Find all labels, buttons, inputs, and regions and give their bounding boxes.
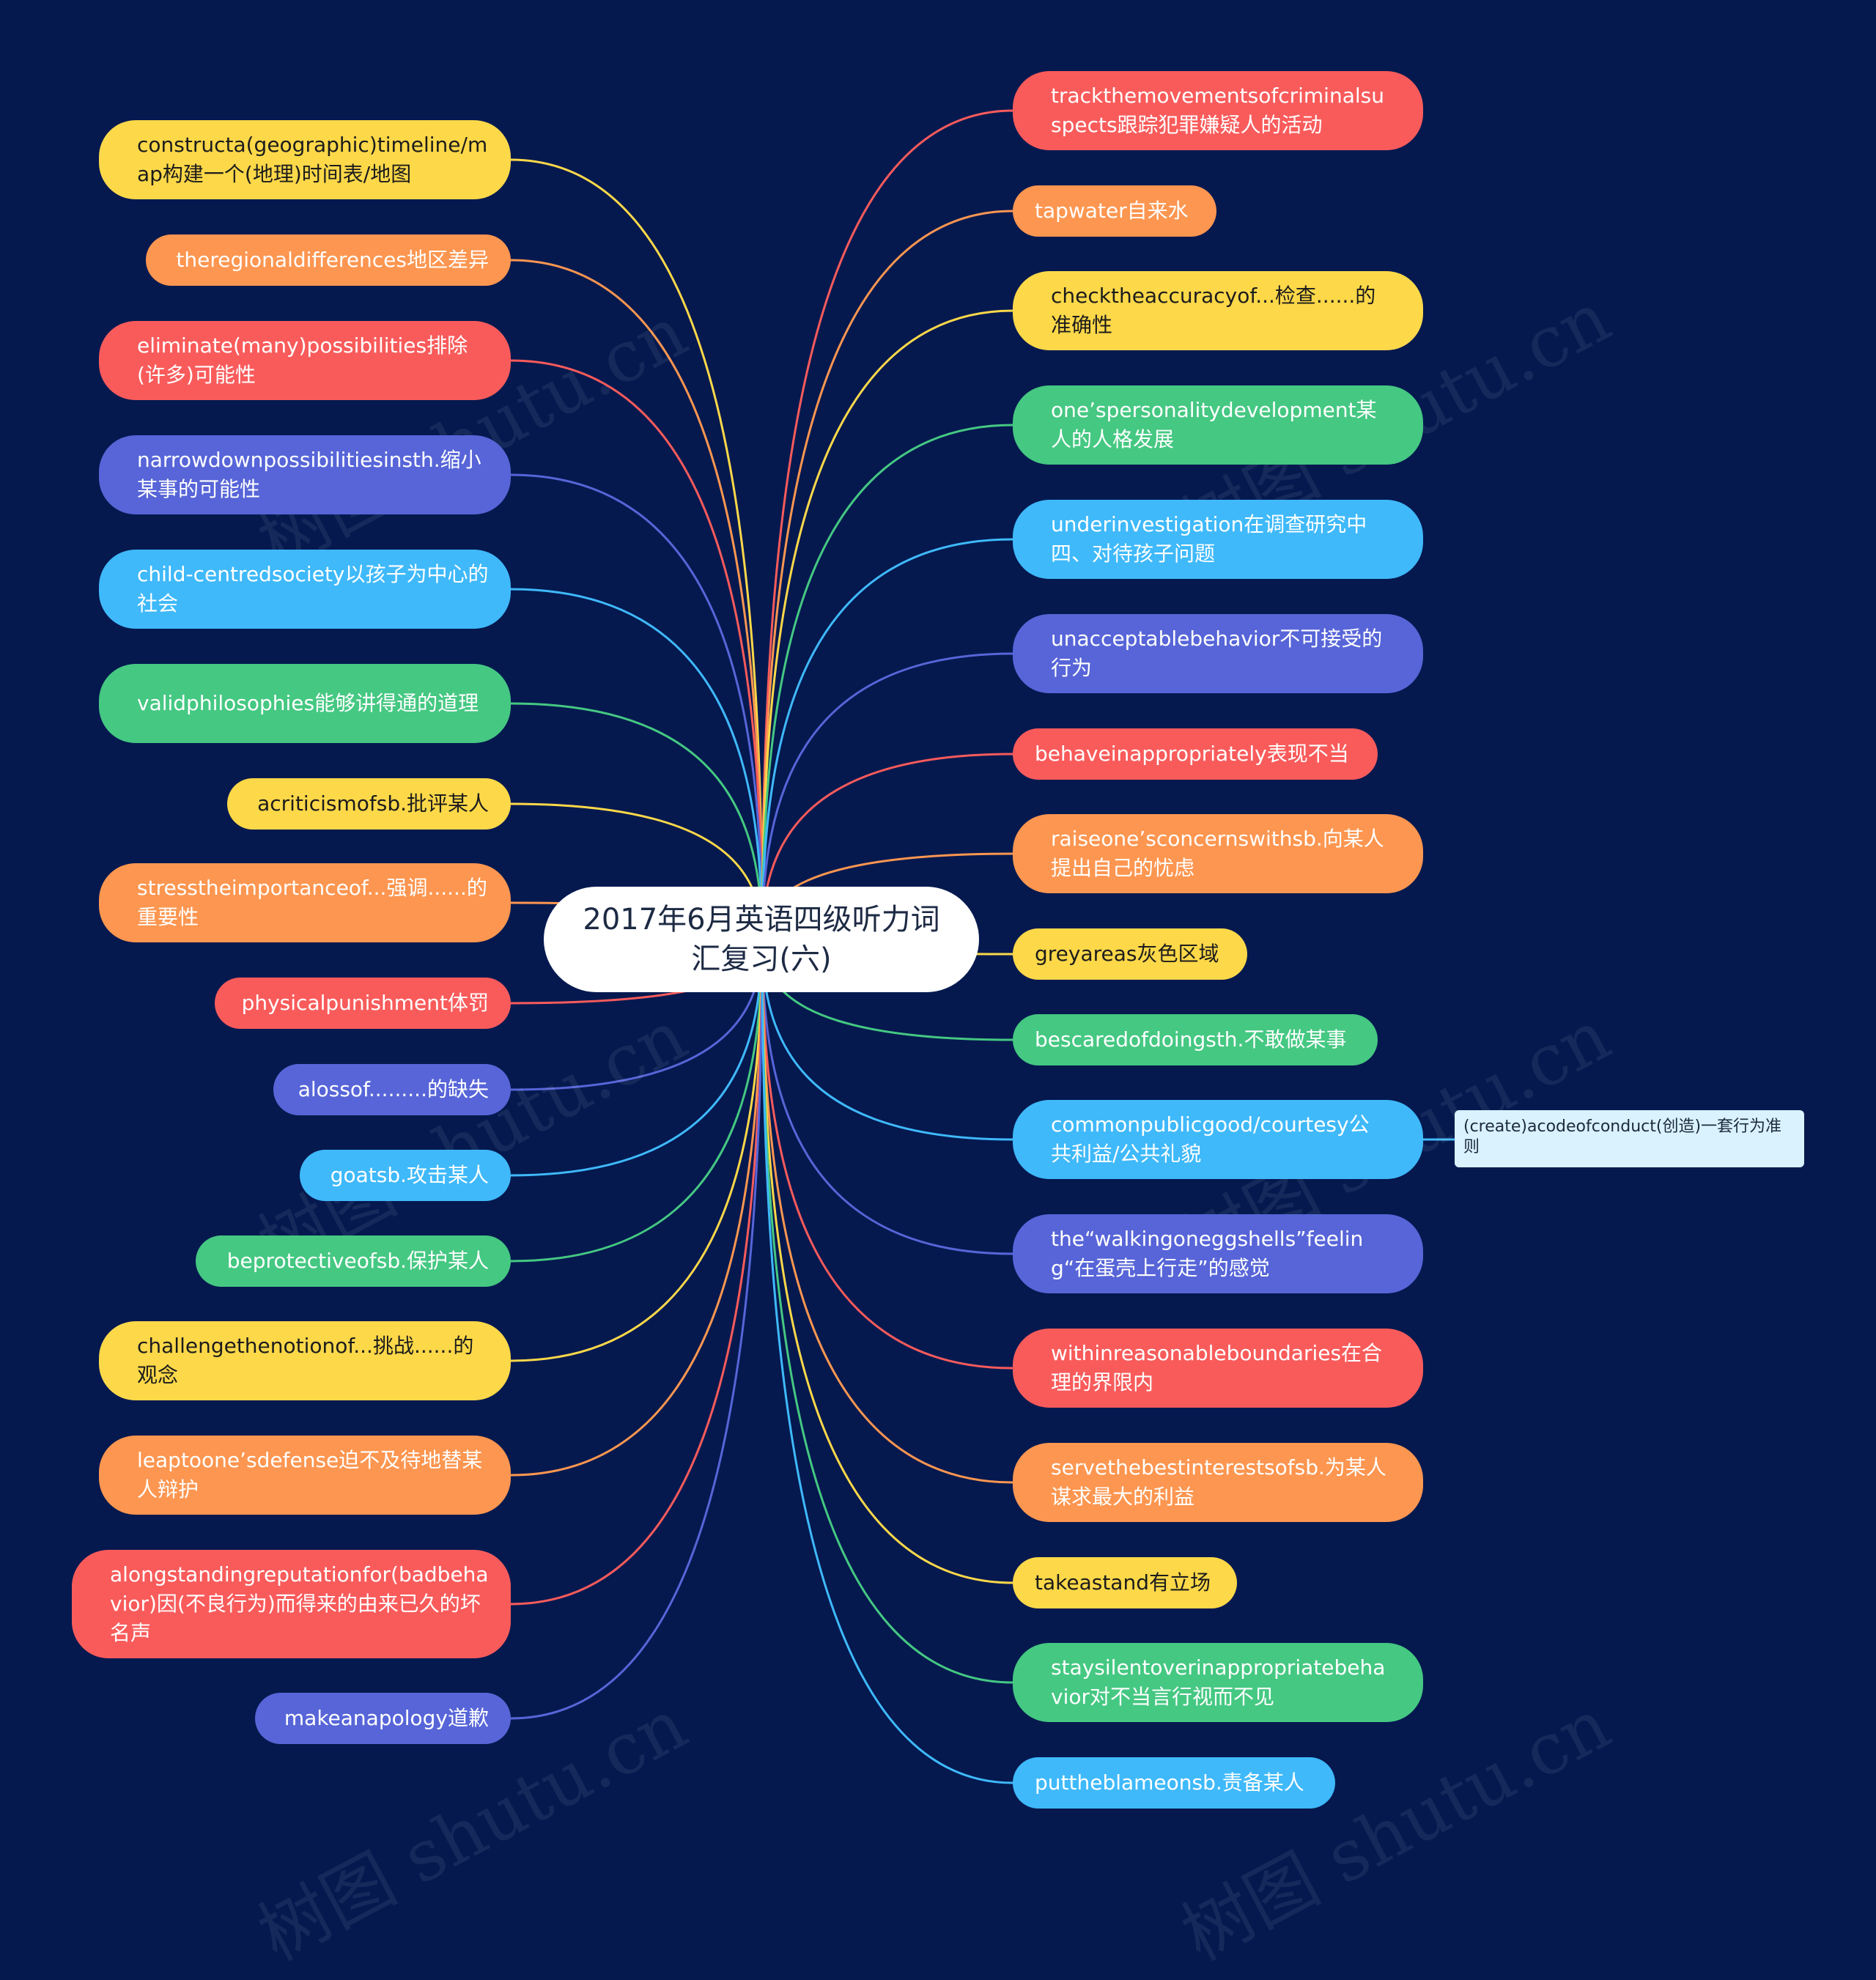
connector-line	[510, 939, 764, 1720]
connector-line	[761, 210, 1013, 940]
left-branch-node[interactable]: theregionaldifferences地区差异	[146, 234, 511, 286]
connector-line	[510, 939, 764, 1362]
left-branch-node[interactable]: beprotectiveofsb.保护某人	[196, 1235, 511, 1287]
right-branch-node[interactable]: staysilentoverinappropriatebehavior对不当言行…	[1013, 1643, 1423, 1722]
connector-line	[761, 939, 1013, 1255]
subtopic-node[interactable]: (create)acodeofconduct(创造)一套行为准则	[1455, 1110, 1804, 1167]
connector-line	[761, 109, 1013, 940]
connector-line	[510, 359, 764, 940]
connector-line	[510, 939, 764, 1263]
connector-line	[761, 538, 1013, 940]
connector-line	[510, 259, 764, 940]
root-topic[interactable]: 2017年6月英语四级听力词汇复习(六)	[544, 887, 979, 992]
right-branch-node[interactable]: tapwater自来水	[1013, 185, 1216, 237]
right-branch-node[interactable]: trackthemovementsofcriminalsuspects跟踪犯罪嫌…	[1013, 71, 1423, 150]
right-branch-node[interactable]: one’spersonalitydevelopment某人的人格发展	[1013, 385, 1423, 465]
connector-line	[761, 939, 1013, 1370]
left-branch-node[interactable]: validphilosophies能够讲得通的道理	[99, 664, 511, 743]
connector-line	[761, 309, 1013, 940]
right-branch-node[interactable]: underinvestigation在调查研究中四、对待孩子问题	[1013, 500, 1423, 579]
left-branch-node[interactable]: challengethenotionof...挑战......的观念	[99, 1321, 511, 1400]
connector-line	[761, 939, 1013, 1784]
connector-line	[761, 424, 1013, 940]
left-branch-node[interactable]: constructa(geographic)timeline/map构建一个(地…	[99, 120, 511, 199]
right-branch-node[interactable]: checktheaccuracyof...检查......的准确性	[1013, 271, 1423, 350]
right-branch-node[interactable]: raiseone’sconcernswithsb.向某人提出自己的忧虑	[1013, 814, 1423, 893]
right-branch-node[interactable]: greyareas灰色区域	[1013, 928, 1247, 980]
right-branch-node[interactable]: withinreasonableboundaries在合理的界限内	[1013, 1329, 1423, 1408]
left-branch-node[interactable]: stresstheimportanceof...强调......的重要性	[99, 863, 511, 942]
left-branch-node[interactable]: alongstandingreputationfor(badbehavior)因…	[72, 1550, 511, 1658]
right-branch-node[interactable]: servethebestinterestsofsb.为某人谋求最大的利益	[1013, 1443, 1423, 1522]
connector-line	[761, 939, 1013, 1684]
right-branch-node[interactable]: bescaredofdoingsth.不敢做某事	[1013, 1014, 1378, 1065]
left-branch-node[interactable]: goatsb.攻击某人	[300, 1150, 511, 1201]
left-branch-node[interactable]: child-centredsociety以孩子为中心的社会	[99, 550, 511, 629]
left-branch-node[interactable]: acriticismofsb.批评某人	[227, 778, 511, 830]
right-branch-node[interactable]: commonpublicgood/courtesy公共利益/公共礼貌	[1013, 1100, 1423, 1179]
right-branch-node[interactable]: unacceptablebehavior不可接受的行为	[1013, 614, 1423, 693]
connector-line	[510, 939, 764, 1606]
connector-line	[510, 158, 764, 940]
connector-line	[510, 473, 764, 940]
right-branch-node[interactable]: puttheblameonsb.责备某人	[1013, 1757, 1335, 1809]
left-branch-node[interactable]: alossof.........的缺失	[273, 1064, 511, 1115]
left-branch-node[interactable]: physicalpunishment体罚	[215, 978, 511, 1029]
left-branch-node[interactable]: makeanapology道歉	[255, 1693, 511, 1744]
right-branch-node[interactable]: takeastand有立场	[1013, 1557, 1237, 1608]
mind-map-canvas: 树图 shutu.cn 树图 shutu.cn 树图 shutu.cn 树图 s…	[72, 71, 1804, 1976]
connector-line	[510, 588, 764, 940]
right-branch-node[interactable]: behaveinappropriately表现不当	[1013, 728, 1378, 780]
left-branch-node[interactable]: narrowdownpossibilitiesinsth.缩小某事的可能性	[99, 435, 511, 514]
connector-line	[761, 652, 1013, 940]
right-branch-node[interactable]: the“walkingoneggshells”feeling“在蛋壳上行走”的感…	[1013, 1214, 1423, 1293]
connector-line	[761, 939, 1013, 1484]
left-branch-node[interactable]: leaptoone’sdefense迫不及待地替某人辩护	[99, 1436, 511, 1515]
connector-line	[510, 939, 764, 1477]
left-branch-node[interactable]: eliminate(many)possibilities排除(许多)可能性	[99, 321, 511, 400]
